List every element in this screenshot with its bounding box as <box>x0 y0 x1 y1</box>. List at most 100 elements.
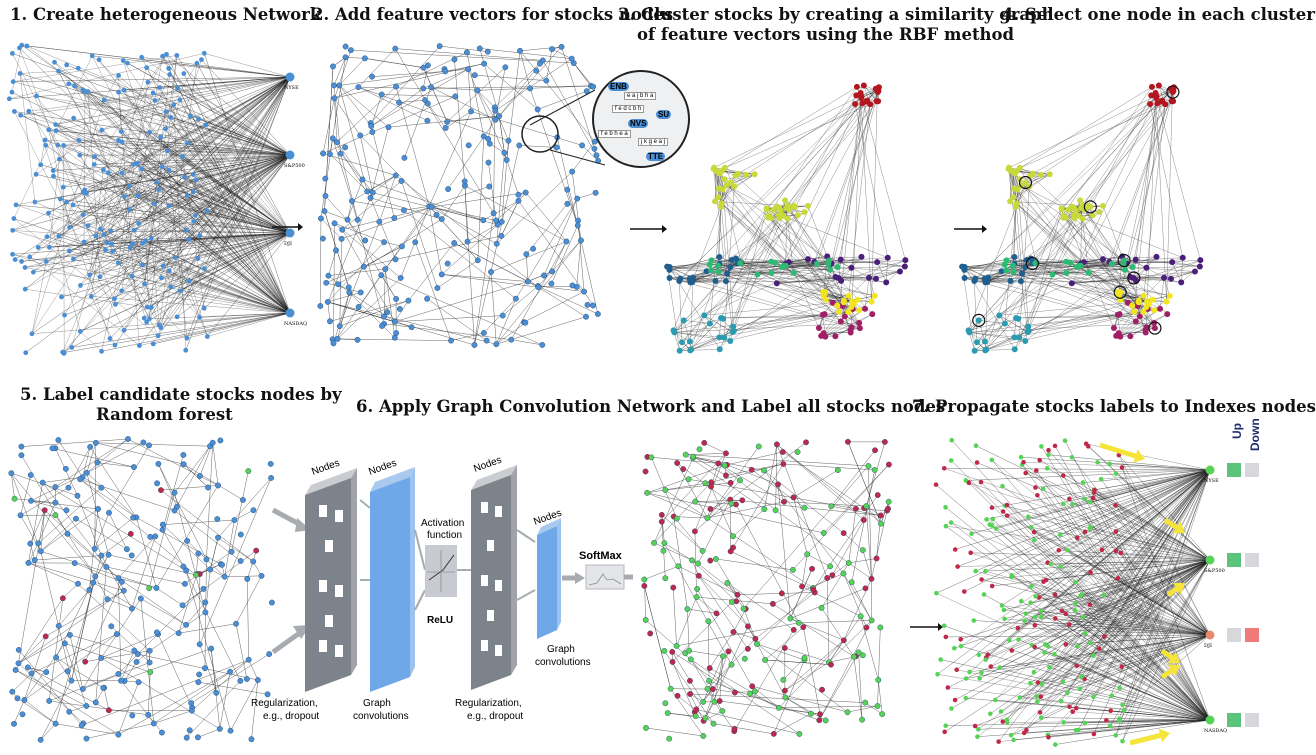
stock-node <box>1039 444 1044 449</box>
stock-node <box>180 461 187 468</box>
stock-node <box>730 629 737 635</box>
stock-node <box>856 319 863 326</box>
stock-node <box>52 720 59 727</box>
stock-node <box>790 202 797 209</box>
stock-node <box>755 443 762 450</box>
stock-node <box>666 735 673 742</box>
stock-node <box>177 288 183 294</box>
stock-node <box>9 89 15 95</box>
stock-node <box>43 259 49 264</box>
stock-node <box>1153 253 1160 260</box>
stock-node <box>131 161 137 167</box>
stock-node <box>208 645 215 652</box>
stock-node <box>1074 535 1080 541</box>
stock-node <box>166 268 172 274</box>
stock-node <box>39 479 46 486</box>
stock-node <box>180 153 185 159</box>
stock-node <box>97 274 103 280</box>
stock-node <box>723 182 730 189</box>
stock-node <box>549 46 555 52</box>
stock-node <box>98 226 103 232</box>
stock-node <box>46 127 52 133</box>
stock-node <box>145 711 152 718</box>
stock-node <box>840 570 847 577</box>
stock-node <box>1074 705 1079 711</box>
stock-node <box>184 193 190 198</box>
index-node <box>285 308 295 318</box>
stock-node <box>543 77 550 84</box>
stock-node <box>1058 564 1063 569</box>
stock-node <box>318 215 324 222</box>
propagation-arrow-icon <box>1160 667 1175 680</box>
stock-node <box>813 260 820 267</box>
softmax-label: SoftMax <box>579 550 623 562</box>
stock-node <box>1157 305 1164 312</box>
stock-node <box>197 315 202 320</box>
stock-node <box>885 461 892 468</box>
stock-node <box>381 239 387 246</box>
stock-node <box>1032 644 1037 650</box>
stock-node <box>1067 704 1072 710</box>
stock-node <box>1010 194 1017 201</box>
stock-node <box>644 489 651 496</box>
stock-node <box>741 655 748 662</box>
stock-node <box>850 653 857 660</box>
step-1-title: 1. Create heterogeneous Network <box>10 5 322 24</box>
stock-node <box>106 509 112 516</box>
stock-node <box>1118 550 1124 556</box>
stock-node <box>412 239 419 246</box>
stock-node <box>820 289 827 296</box>
stock-node <box>1089 212 1096 219</box>
stock-node <box>214 516 221 522</box>
stock-node <box>860 82 867 89</box>
stock-node <box>322 192 329 199</box>
stock-node <box>1061 720 1066 725</box>
stock-node <box>796 731 803 737</box>
stock-node <box>975 734 980 740</box>
stock-node <box>568 55 575 62</box>
stock-node <box>474 257 481 264</box>
stock-node <box>420 85 427 92</box>
stock-node <box>75 65 81 71</box>
stock-node <box>780 461 787 467</box>
stock-node <box>874 703 881 709</box>
stock-node <box>1085 269 1092 276</box>
stock-node <box>775 704 782 711</box>
regularization-label-2: e.g., dropout <box>263 711 319 722</box>
down-indicator <box>1245 463 1259 477</box>
stock-node <box>658 511 665 518</box>
stock-node <box>872 447 878 454</box>
stock-node <box>590 83 597 90</box>
stock-node <box>28 497 34 504</box>
stock-node <box>669 659 676 665</box>
stock-node <box>1023 470 1029 476</box>
stock-node <box>845 560 852 566</box>
stock-node <box>424 117 431 124</box>
stock-node <box>202 609 209 616</box>
stock-node <box>1000 509 1006 514</box>
selected-node-ring <box>972 313 986 327</box>
stock-node <box>98 655 105 661</box>
stock-node <box>438 216 445 222</box>
feature-vector-4: j k g e a j <box>638 138 669 146</box>
stock-node <box>584 301 591 308</box>
stock-node <box>1096 646 1102 651</box>
stock-node <box>324 299 331 305</box>
stock-node <box>181 71 187 76</box>
stock-node <box>522 189 529 196</box>
stock-node <box>868 575 875 582</box>
stock-node <box>130 241 135 247</box>
stock-node <box>716 698 723 704</box>
stock-node <box>686 338 693 345</box>
stock-node <box>105 170 111 176</box>
stock-node <box>166 167 172 173</box>
stock-node <box>1011 254 1018 261</box>
stock-node <box>187 113 193 119</box>
stock-node <box>1063 258 1070 265</box>
stock-node <box>967 669 972 675</box>
stock-node <box>1057 532 1063 538</box>
stock-node <box>1075 263 1082 270</box>
stock-node <box>428 204 435 211</box>
stock-node <box>817 711 823 718</box>
